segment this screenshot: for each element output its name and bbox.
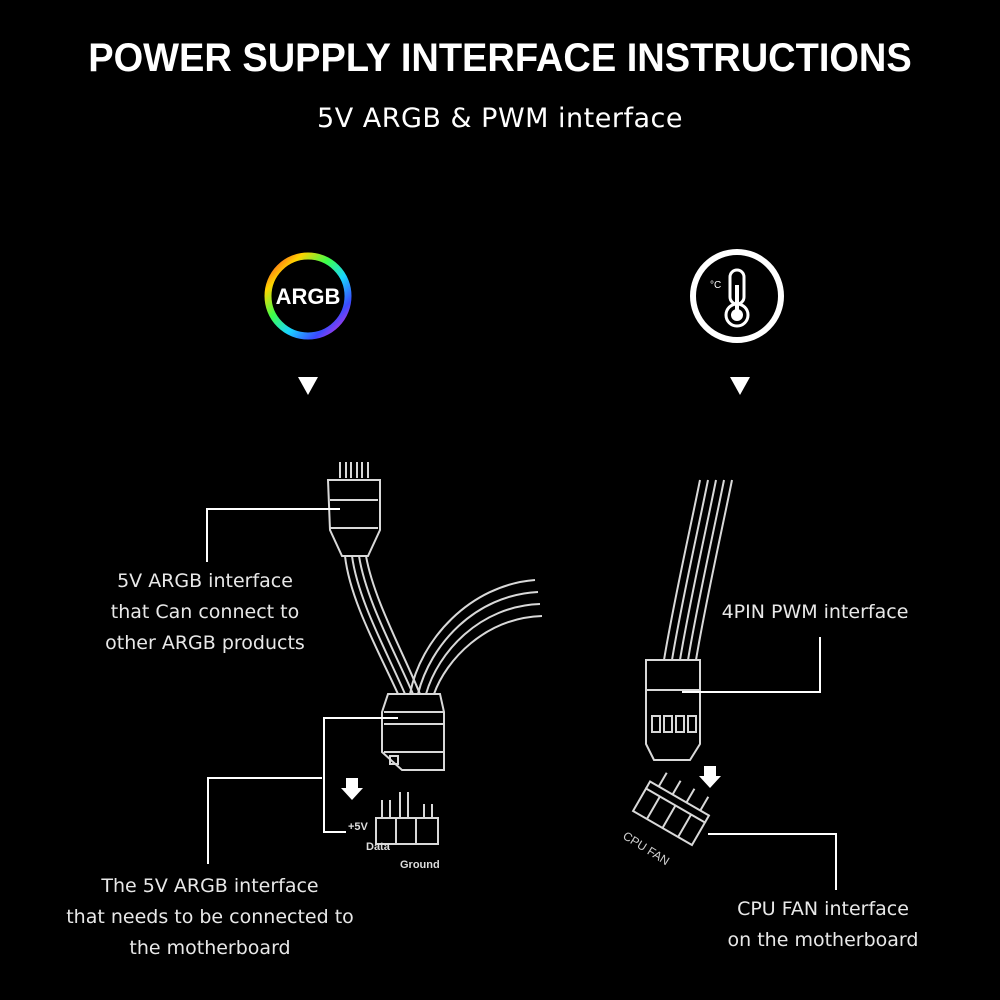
page-title: POWER SUPPLY INTERFACE INSTRUCTIONS [88,36,912,80]
down-arrow-icon [699,766,721,788]
triangle-down-icon [298,377,318,395]
pwm-connector-label: 4PIN PWM interface [721,601,909,623]
celsius-unit: °C [710,280,721,291]
page-subtitle: 5V ARGB & PWM interface [317,103,683,134]
callout-lines-left [206,508,398,864]
down-arrow-icon [341,778,363,800]
cpu-fan-header [631,772,711,847]
argb-connector-label: 5V ARGB interface that Can connect to ot… [105,570,305,654]
pin-label-ground: Ground [400,859,440,871]
cpu-fan-header-label: CPU FAN [620,829,672,868]
thermometer-icon: °C [690,249,784,343]
cpu-fan-motherboard-label: CPU FAN interface on the motherboard [727,898,919,951]
callout-lines-right [682,637,837,890]
argb-motherboard-header [375,792,439,845]
argb-connector-cable [326,462,543,771]
pin-label-data: Data [366,841,391,853]
pin-label-5v: +5V [348,821,369,833]
argb-motherboard-label: The 5V ARGB interface that needs to be c… [66,875,354,959]
triangle-down-icon [730,377,750,395]
argb-badge-text: ARGB [276,284,341,309]
argb-rainbow-ring-icon: ARGB [264,252,352,340]
pwm-connector-cable [645,479,733,761]
